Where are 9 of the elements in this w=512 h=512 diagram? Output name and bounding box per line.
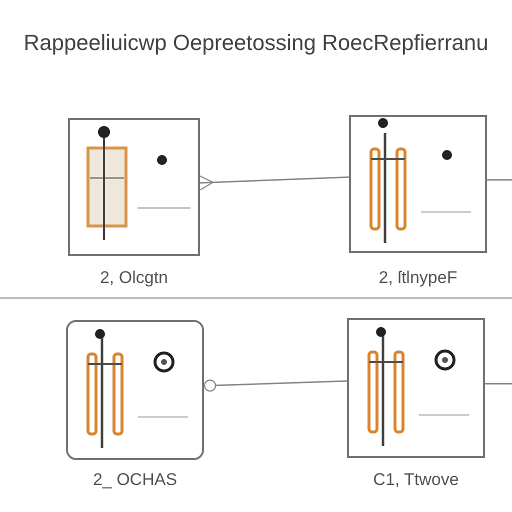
connector-line: [487, 179, 512, 181]
connector-line: [485, 383, 512, 385]
node-label: 2_ OCHAS: [92, 470, 178, 490]
connector-line: [199, 175, 350, 190]
connector-line: [204, 380, 348, 392]
node-label: 2, ſtlnypeF: [378, 268, 458, 288]
node-label: 2, Olcgtn: [100, 268, 168, 288]
node-label: C1, Ttwove: [373, 470, 459, 490]
title: Rappeeliuicwp Oepreetossing RoecRepfierranu: [22, 30, 490, 56]
